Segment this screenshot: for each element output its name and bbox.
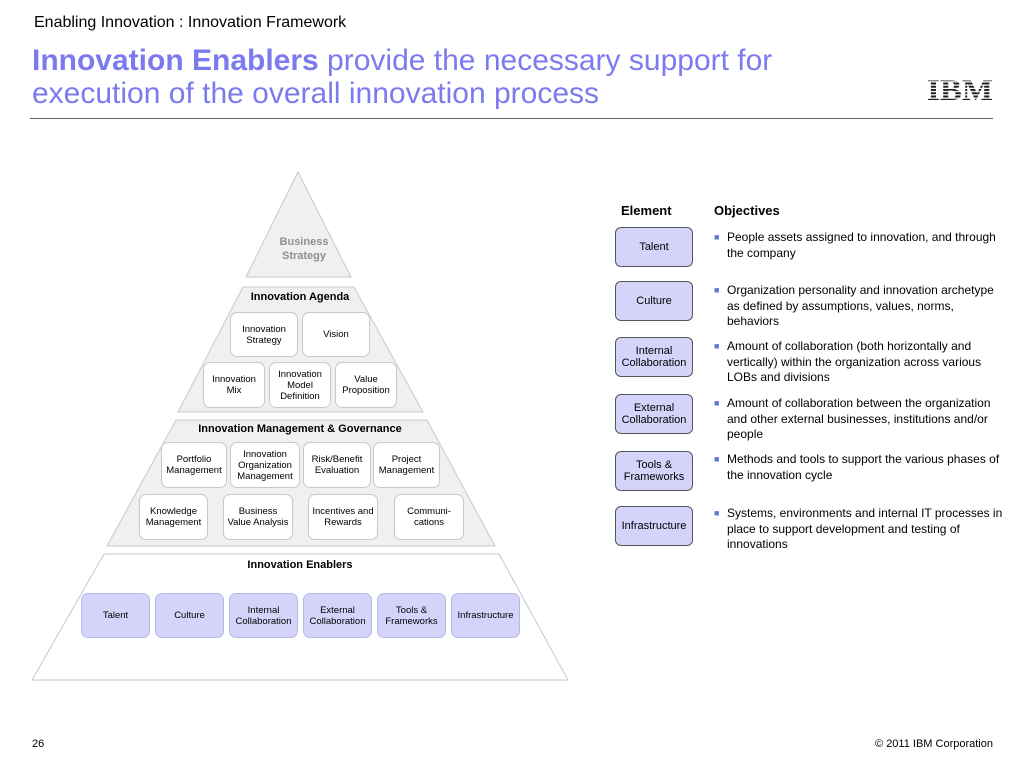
objective-text: Organization personality and innovation … xyxy=(727,283,994,328)
enabler-external-collaboration: External Collaboration xyxy=(303,593,372,638)
agenda-title: Innovation Agenda xyxy=(250,291,350,303)
page-number: 26 xyxy=(32,738,45,750)
objective-text: Amount of collaboration between the orga… xyxy=(727,396,991,441)
objective-text: Amount of collaboration (both horizontal… xyxy=(727,339,982,384)
governance-item: Risk/Benefit Evaluation xyxy=(303,442,371,488)
bullet-icon: ■ xyxy=(714,232,720,242)
element-box-tools-frameworks: Tools & Frameworks xyxy=(615,451,693,491)
governance-item: Communi-cations xyxy=(394,494,464,540)
apex-label-line1: Business xyxy=(279,236,329,248)
objective-text: People assets assigned to innovation, an… xyxy=(727,230,996,260)
enabler-culture: Culture xyxy=(155,593,224,638)
governance-item: Knowledge Management xyxy=(139,494,208,540)
governance-title: Innovation Management & Governance xyxy=(198,423,402,435)
bullet-icon: ■ xyxy=(714,285,720,295)
pyramid-apex xyxy=(245,170,352,278)
agenda-item: Innovation Model Definition xyxy=(269,362,331,408)
pyramid-band-enablers xyxy=(31,553,569,681)
agenda-item: Innovation Strategy xyxy=(230,312,298,357)
slide-title: Innovation Enablers provide the necessar… xyxy=(32,44,892,110)
objective-internal-collaboration: ■ Amount of collaboration (both horizonta… xyxy=(714,339,1004,386)
governance-item: Incentives and Rewards xyxy=(308,494,378,540)
objective-tools-frameworks: ■ Methods and tools to support the variou… xyxy=(714,452,1004,483)
ibm-logo: IBM xyxy=(927,76,993,102)
objective-talent: ■ People assets assigned to innovation, a… xyxy=(714,230,1004,261)
element-box-talent: Talent xyxy=(615,227,693,267)
title-rest: provide the necessary support for execut… xyxy=(32,44,773,110)
bullet-icon: ■ xyxy=(714,341,720,351)
objective-external-collaboration: ■ Amount of collaboration between the org… xyxy=(714,396,1004,443)
element-box-infrastructure: Infrastructure xyxy=(615,506,693,546)
title-divider xyxy=(30,118,993,119)
element-box-external-collaboration: External Collaboration xyxy=(615,394,693,434)
governance-item: Innovation Organization Management xyxy=(230,442,300,488)
objective-text: Systems, environments and internal IT pr… xyxy=(727,506,1003,551)
element-box-culture: Culture xyxy=(615,281,693,321)
agenda-item: Vision xyxy=(302,312,370,357)
ibm-logo-text: IBM xyxy=(927,76,993,102)
element-box-internal-collaboration: Internal Collaboration xyxy=(615,337,693,377)
agenda-item: Value Proposition xyxy=(335,362,397,408)
bullet-icon: ■ xyxy=(714,398,720,408)
apex-label-line2: Strategy xyxy=(281,250,327,262)
copyright: © 2011 IBM Corporation xyxy=(875,738,993,750)
governance-item: Project Management xyxy=(373,442,440,488)
governance-item: Portfolio Management xyxy=(161,442,227,488)
table-header-objectives: Objectives xyxy=(714,203,780,218)
objective-text: Methods and tools to support the various… xyxy=(727,452,1000,482)
enabler-talent: Talent xyxy=(81,593,150,638)
enablers-title: Innovation Enablers xyxy=(247,559,353,571)
title-bold: Innovation Enablers xyxy=(32,44,319,77)
enabler-tools-frameworks: Tools & Frameworks xyxy=(377,593,446,638)
agenda-item: Innovation Mix xyxy=(203,362,265,408)
table-header-element: Element xyxy=(621,203,672,218)
objective-culture: ■ Organization personality and innovation… xyxy=(714,283,1004,330)
enabler-infrastructure: Infrastructure xyxy=(451,593,520,638)
slide-supertitle: Enabling Innovation : Innovation Framewo… xyxy=(34,14,347,31)
bullet-icon: ■ xyxy=(714,508,720,518)
enabler-internal-collaboration: Internal Collaboration xyxy=(229,593,298,638)
objective-infrastructure: ■ Systems, environments and internal IT p… xyxy=(714,506,1004,553)
bullet-icon: ■ xyxy=(714,454,720,464)
governance-item: Business Value Analysis xyxy=(223,494,293,540)
